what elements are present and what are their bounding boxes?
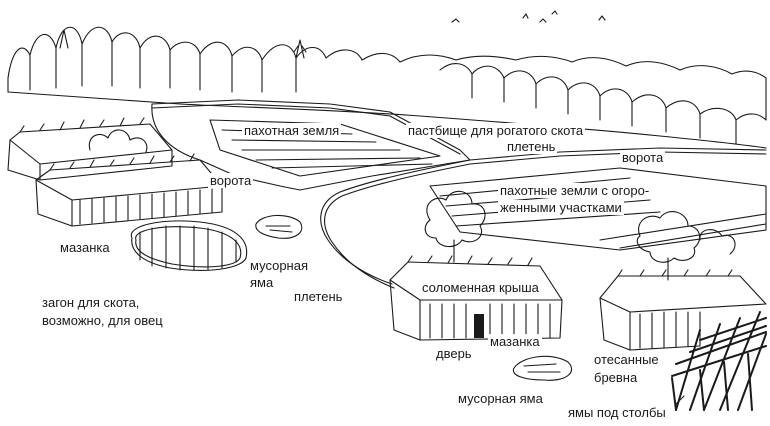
label-hut-left: мазанка <box>58 240 112 255</box>
leader-line <box>675 395 685 405</box>
wattle-fence-top <box>151 99 471 191</box>
label-hut-center: мазанка <box>488 334 542 349</box>
label-refuse-pit-top-line2: яма <box>248 275 276 290</box>
house-left-rear <box>7 117 173 181</box>
label-pasture: пастбище для рогатого скота <box>406 123 586 138</box>
label-gate-right: ворота <box>620 150 666 165</box>
sheep-pen <box>130 220 248 271</box>
label-hewn-logs-line2: бревна <box>592 370 640 385</box>
label-arable-gardens-line1: пахотные земли с огоро- <box>498 183 652 198</box>
wattle-fence-middle <box>320 147 767 289</box>
label-pen-line2: возможно, для овец <box>40 313 165 328</box>
label-arable-gardens-line2: женными участками <box>498 200 624 215</box>
label-hewn-logs-line1: отесанные <box>592 352 661 367</box>
house-left-front <box>35 153 223 227</box>
label-arable-land: пахотная земля <box>242 123 342 138</box>
refuse-pit-top <box>255 214 303 239</box>
tree-center <box>424 190 486 263</box>
label-door: дверь <box>434 346 474 361</box>
door <box>474 314 484 338</box>
treeline <box>7 26 767 145</box>
birds <box>451 10 606 23</box>
ground-line <box>7 91 767 149</box>
label-wattle-fence-middle: плетень <box>292 289 345 304</box>
label-gate-left: ворота <box>208 173 254 188</box>
refuse-pit-bottom <box>512 355 573 381</box>
label-post-holes: ямы под столбы <box>566 405 668 420</box>
house-center <box>389 255 563 341</box>
label-refuse-pit-top-line1: мусорная <box>248 258 310 273</box>
label-refuse-pit-bottom: мусорная яма <box>456 391 545 406</box>
label-wattle-fence-top: плетень <box>505 139 558 154</box>
label-pen-line1: загон для скота, <box>40 295 142 310</box>
log-frame <box>671 311 767 411</box>
bush-left <box>88 129 148 153</box>
house-right <box>599 269 767 351</box>
label-thatched-roof: соломенная крыша <box>420 280 541 295</box>
